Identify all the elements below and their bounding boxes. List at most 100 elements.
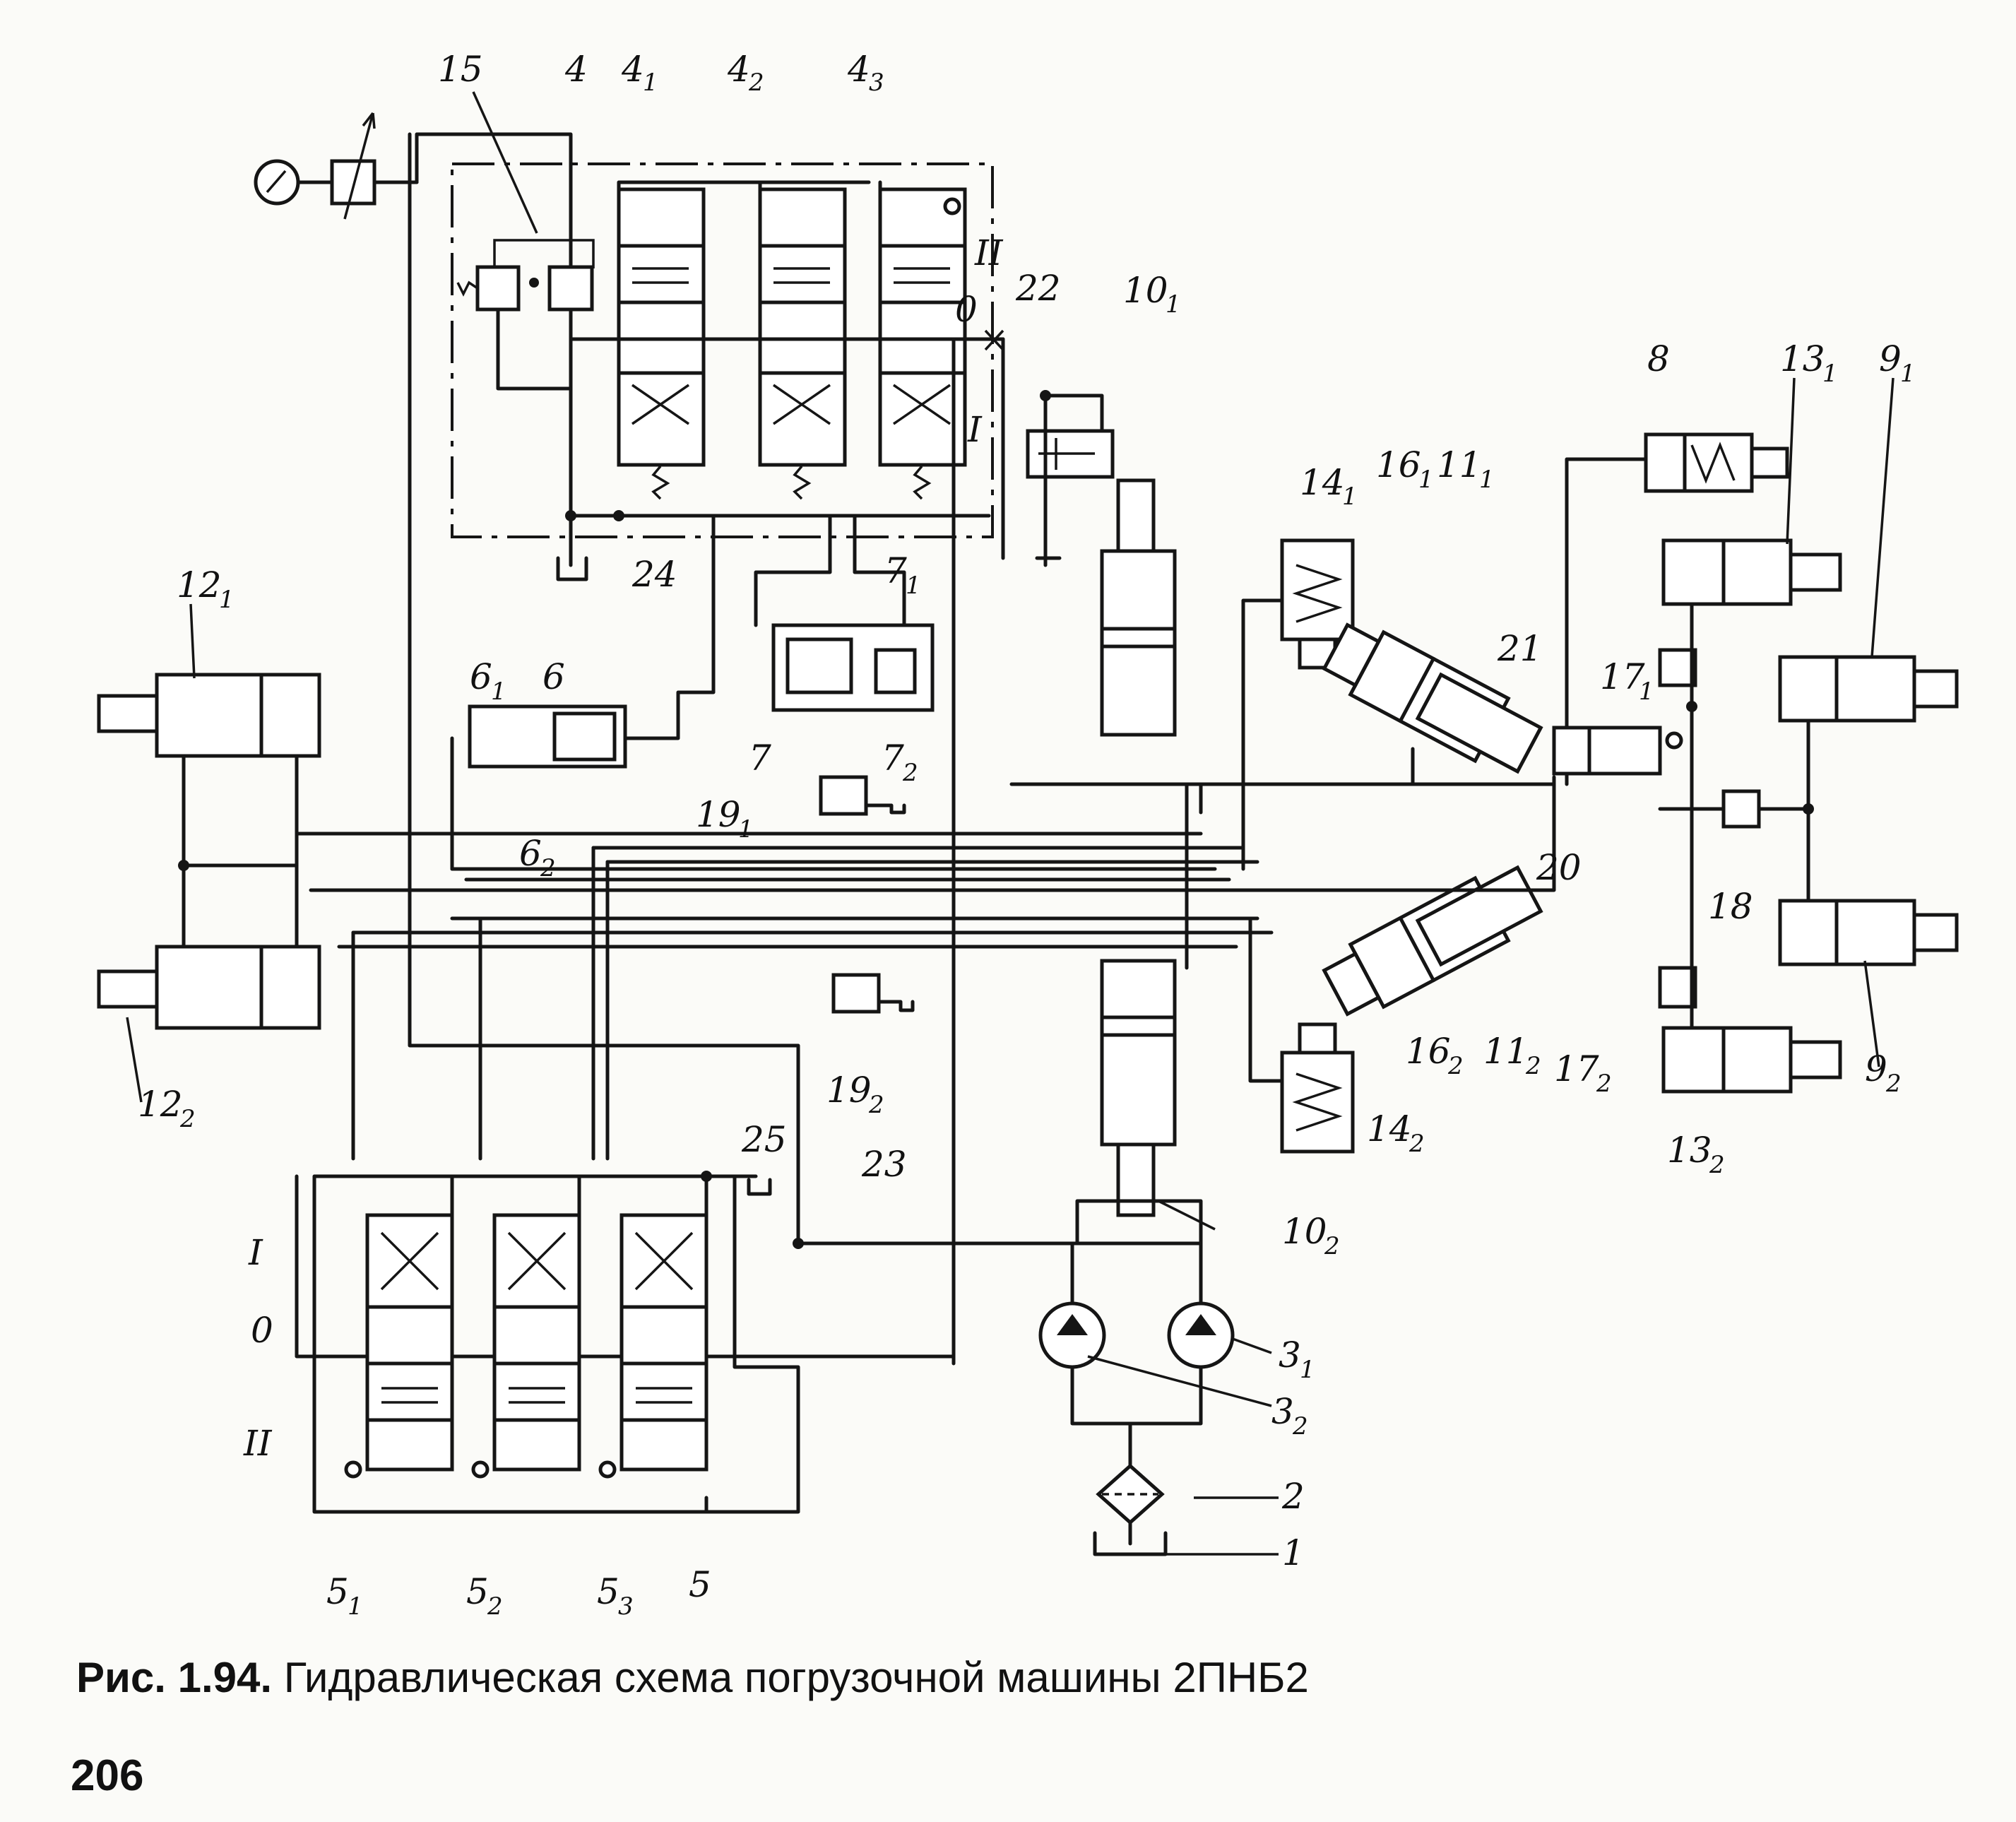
label-6-2-sub: 2 <box>540 854 556 882</box>
figure-caption: Рис. 1.94. Гидравлическая схема погрузоч… <box>76 1653 1913 1702</box>
label-5: 5 <box>689 1564 711 1605</box>
spool-valve-4-3 <box>878 187 967 500</box>
throttles-17-18 <box>1658 602 1814 1030</box>
label-9-2: 9 <box>1865 1048 1887 1089</box>
label-10-2: 10 <box>1282 1211 1327 1252</box>
label-20: 20 <box>1536 847 1582 888</box>
valve-20-21 <box>1552 726 1683 776</box>
label-6-2: 6 <box>519 833 542 874</box>
label-14-1: 14 <box>1300 462 1345 503</box>
label-5-2: 5 <box>466 1571 489 1612</box>
label-17-2-sub: 2 <box>1596 1070 1612 1098</box>
spring-cylinder-14-2 <box>1248 916 1355 1154</box>
label-10-1: 10 <box>1123 270 1168 311</box>
label-23: 23 <box>861 1144 907 1185</box>
label-7-1: 7 <box>884 550 907 591</box>
cylinder-12-1 <box>97 673 321 758</box>
label-4-3: 4 <box>847 49 870 90</box>
label-15: 15 <box>438 49 483 90</box>
label-11-1-sub: 1 <box>1479 466 1495 494</box>
reference-labels: 15 4 4 1 4 2 4 3 II 0 I 22 10 1 8 13 1 9… <box>138 49 1916 1621</box>
label-3-2-sub: 2 <box>1292 1412 1308 1441</box>
valve-group-6 <box>450 514 716 871</box>
label-pos-II-left: II <box>243 1423 273 1464</box>
spool-valve-4-2 <box>758 187 847 500</box>
label-22: 22 <box>1015 268 1061 309</box>
label-11-2: 11 <box>1483 1031 1529 1072</box>
label-16-2-sub: 2 <box>1447 1052 1464 1080</box>
spool-valve-5-1 <box>365 1213 454 1472</box>
label-13-1-sub: 1 <box>1822 360 1838 388</box>
label-3-2: 3 <box>1271 1391 1294 1432</box>
label-25: 25 <box>741 1119 787 1160</box>
label-8: 8 <box>1647 338 1670 379</box>
throttles-19 <box>819 775 915 1014</box>
label-11-2-sub: 2 <box>1525 1052 1541 1080</box>
label-7-2: 7 <box>882 738 904 779</box>
label-5-3: 5 <box>597 1571 619 1612</box>
label-3-1: 3 <box>1279 1335 1301 1376</box>
distributor-block-5 <box>295 1171 956 1514</box>
distributor-block-4 <box>254 112 1005 581</box>
cylinder-11-1 <box>1322 622 1543 774</box>
label-14-2-sub: 2 <box>1409 1130 1425 1158</box>
label-11-1: 11 <box>1437 444 1482 485</box>
label-14-2: 14 <box>1367 1108 1412 1149</box>
cylinder-10-1 <box>1100 478 1177 737</box>
label-pos-0-left: 0 <box>251 1310 273 1351</box>
label-6-1-sub: 1 <box>491 678 506 706</box>
label-3-1-sub: 1 <box>1300 1356 1315 1384</box>
label-10-1-sub: 1 <box>1166 290 1181 319</box>
leader-lines <box>126 91 1895 1556</box>
label-12-1: 12 <box>177 564 222 605</box>
label-9-1-sub: 1 <box>1900 360 1916 388</box>
label-12-2-sub: 2 <box>179 1105 196 1133</box>
cylinder-12-2 <box>97 945 321 1030</box>
caption-prefix: Рис. 1.94. <box>76 1654 273 1701</box>
label-19-2-sub: 2 <box>868 1091 884 1119</box>
label-18: 18 <box>1708 886 1753 927</box>
label-12-2: 12 <box>138 1084 183 1125</box>
label-17-2: 17 <box>1554 1048 1599 1089</box>
adjustable-throttle-icon <box>330 159 376 206</box>
label-7-1-sub: 1 <box>906 572 921 600</box>
label-14-1-sub: 1 <box>1342 483 1358 511</box>
label-7-2-sub: 2 <box>902 759 918 787</box>
label-17-1: 17 <box>1600 656 1645 697</box>
label-17-1-sub: 1 <box>1639 678 1654 706</box>
cylinder-10-2 <box>1100 959 1177 1217</box>
label-5-3-sub: 3 <box>618 1592 634 1621</box>
label-5-1-sub: 1 <box>348 1592 363 1621</box>
label-10-2-sub: 2 <box>1324 1232 1340 1260</box>
spring-cylinder-8 <box>1565 432 1789 786</box>
caption-text: Гидравлическая схема погрузочной машины … <box>283 1654 1309 1701</box>
spring-cylinder-14-1 <box>1241 538 1355 871</box>
label-pos-I-left: I <box>248 1232 263 1273</box>
label-6: 6 <box>542 656 565 697</box>
label-pos-I-top: I <box>967 409 983 450</box>
label-pos-0-top: 0 <box>955 289 978 330</box>
label-16-2: 16 <box>1406 1031 1451 1072</box>
label-4-1-sub: 1 <box>643 69 658 97</box>
valve-group-7 <box>754 514 935 712</box>
label-12-1-sub: 1 <box>219 586 235 614</box>
label-13-2: 13 <box>1667 1130 1712 1171</box>
label-21: 21 <box>1497 628 1543 669</box>
cylinder-13-2 <box>1661 1026 1842 1094</box>
label-16-1-sub: 1 <box>1418 466 1434 494</box>
label-4: 4 <box>564 49 588 90</box>
spool-valve-4-1 <box>617 187 706 500</box>
label-19-1-sub: 1 <box>738 815 754 844</box>
cylinder-9-2 <box>1778 899 1959 966</box>
label-4-2: 4 <box>727 49 750 90</box>
cylinder-11-2 <box>1322 865 1543 1017</box>
label-4-3-sub: 3 <box>869 69 884 97</box>
label-19-2: 19 <box>826 1070 872 1111</box>
label-19-1: 19 <box>696 794 741 835</box>
label-4-2-sub: 2 <box>748 69 764 97</box>
label-13-2-sub: 2 <box>1709 1151 1725 1179</box>
label-7: 7 <box>749 738 771 779</box>
pump-3-1 <box>1167 1301 1235 1369</box>
